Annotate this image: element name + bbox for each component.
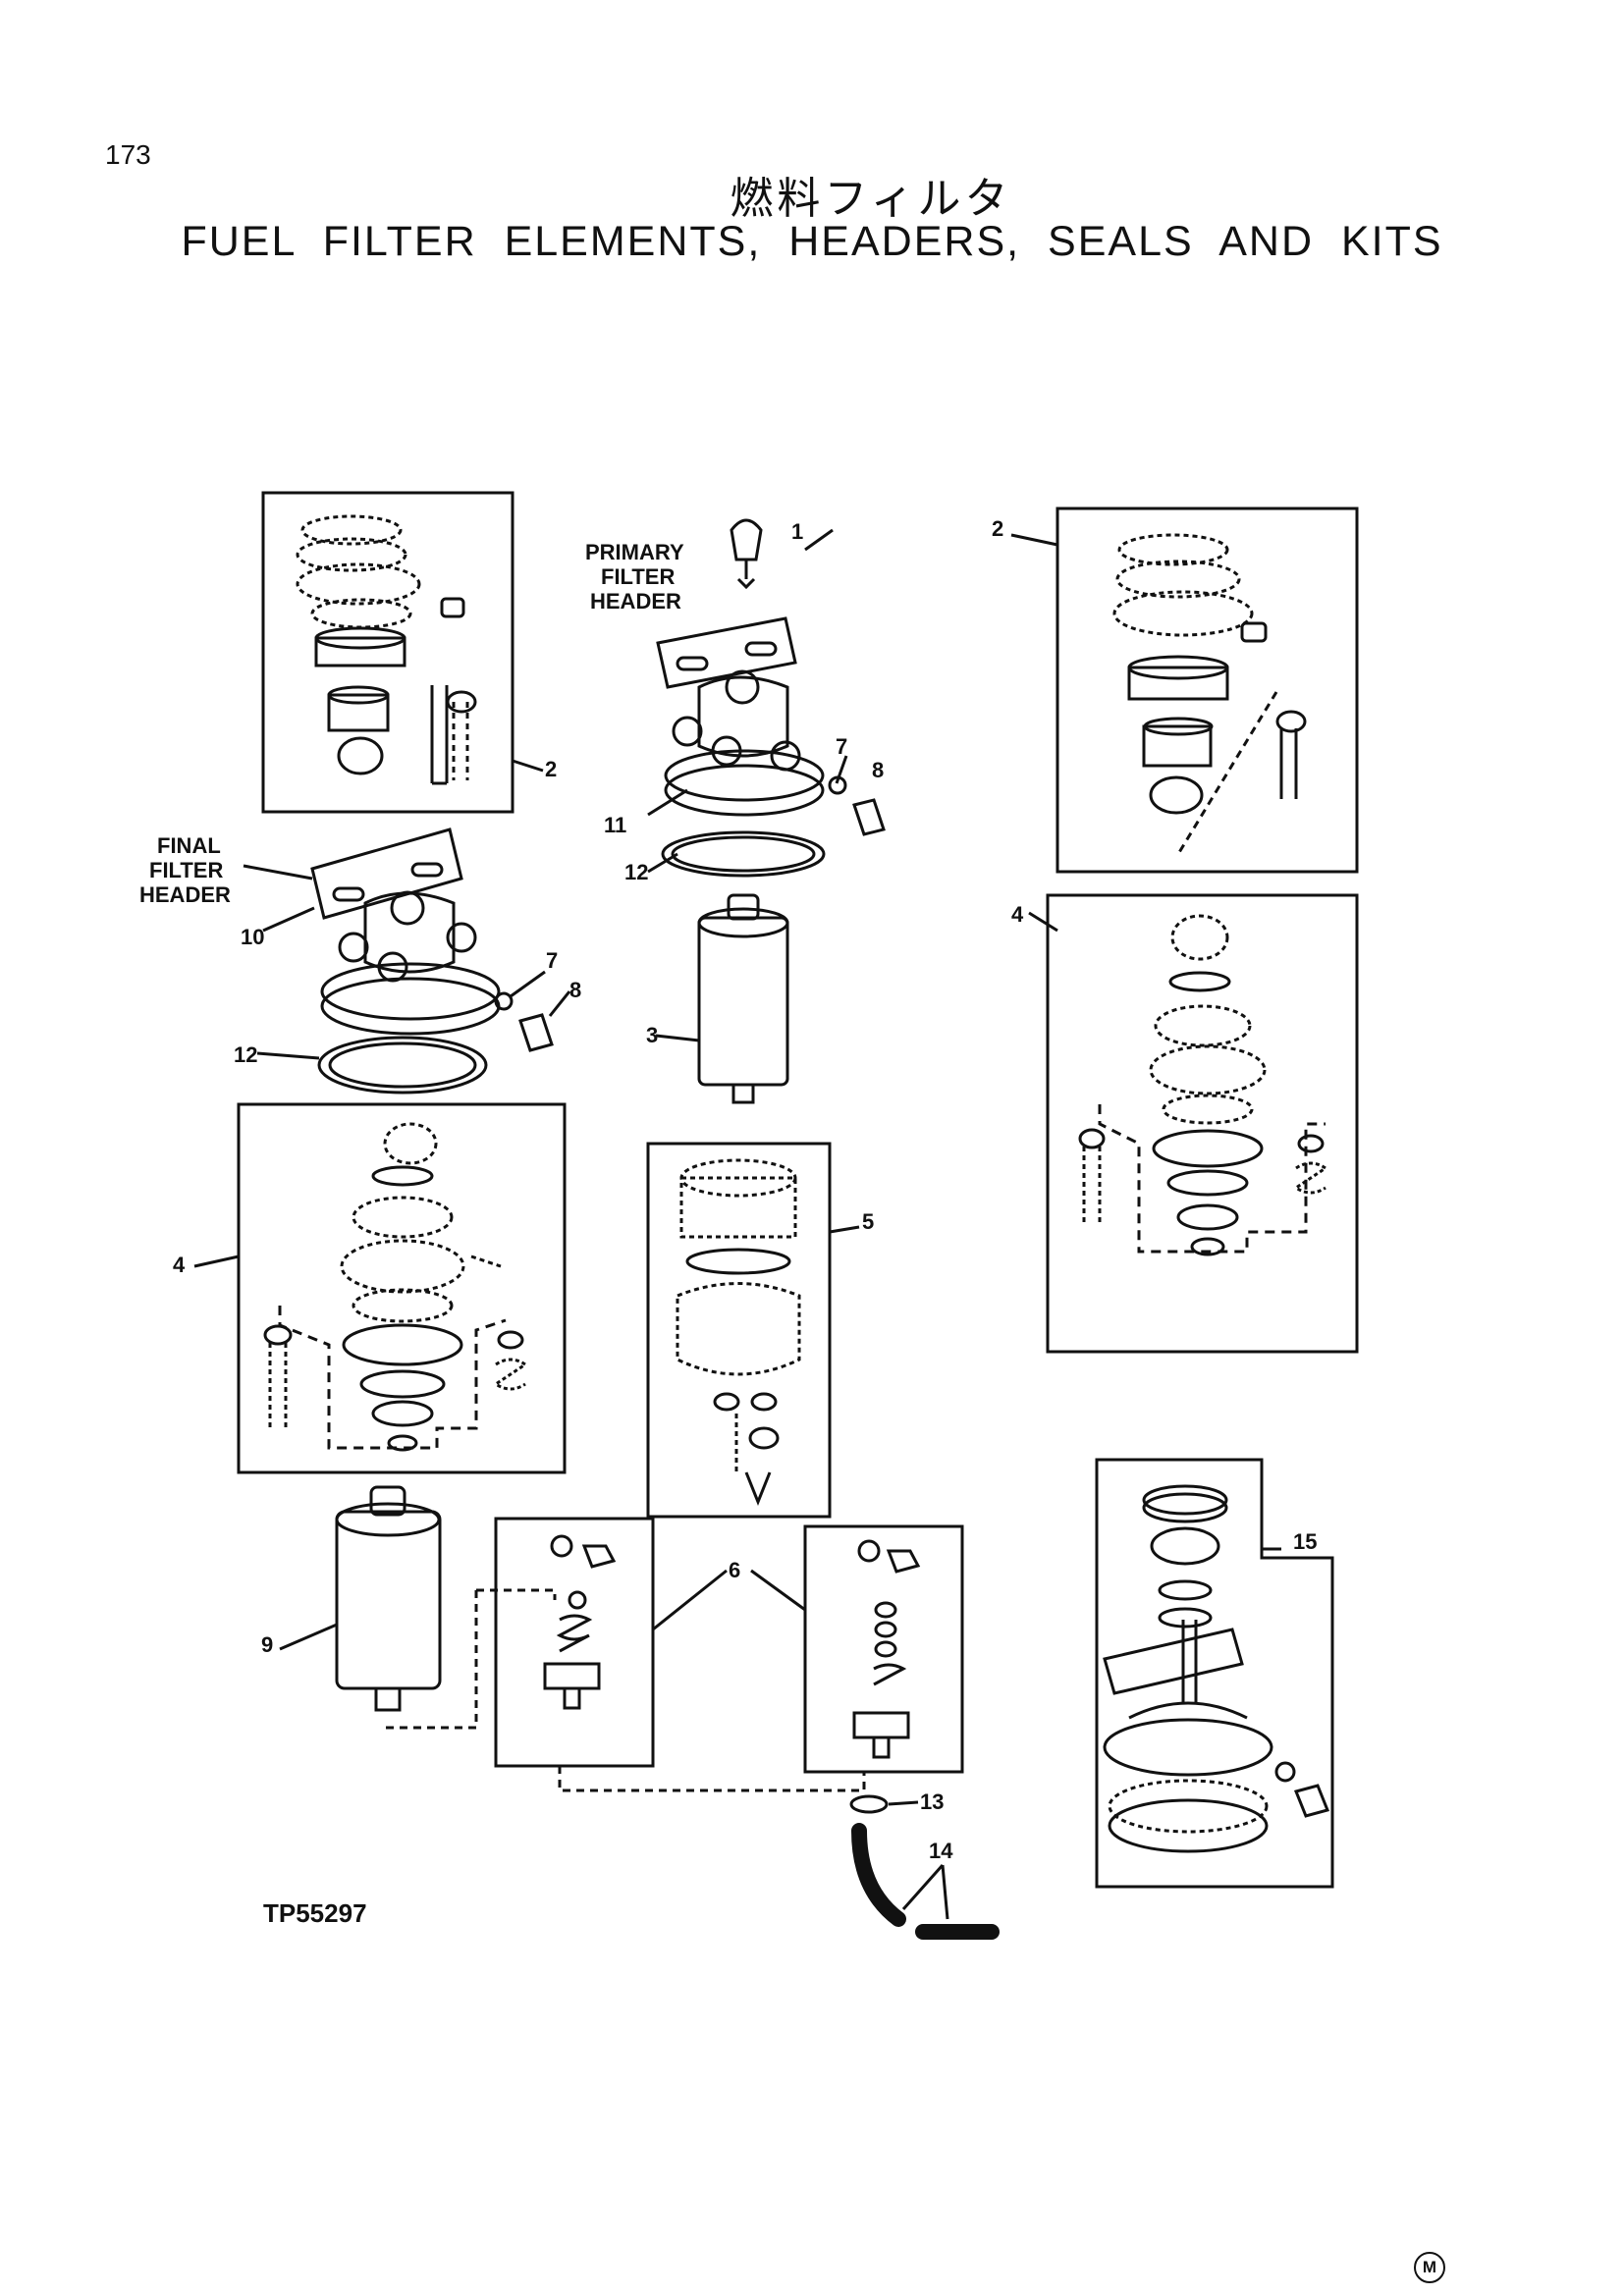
- callout-12-top: 12: [624, 860, 648, 884]
- callout-12-left: 12: [234, 1042, 257, 1067]
- callout-8-top: 8: [872, 758, 884, 782]
- drain-kit-box-6-right: [558, 1524, 964, 1792]
- page-number: 173: [105, 139, 151, 170]
- final-header-label-line3: HEADER: [139, 882, 231, 907]
- callout-7-top: 7: [836, 734, 847, 759]
- page-title: FUEL FILTER ELEMENTS, HEADERS, SEALS AND…: [181, 218, 1443, 265]
- callout-11: 11: [604, 813, 626, 837]
- seal-12-left: [317, 1036, 488, 1095]
- figure-code: TP55297: [263, 1898, 367, 1928]
- callout-4-left: 4: [173, 1253, 186, 1277]
- drain-kit-box-6-left: [383, 1517, 655, 1768]
- callout-4-right: 4: [1011, 902, 1024, 927]
- final-header-label-line2: FILTER: [149, 858, 223, 882]
- callout-7-left: 7: [546, 948, 558, 973]
- filter-element-9: [279, 1485, 442, 1712]
- callout-5: 5: [862, 1209, 874, 1234]
- kit-box-15: [1095, 1458, 1334, 1889]
- kit-box-2-right: [1010, 507, 1359, 874]
- callout-10: 10: [241, 925, 264, 949]
- kit-box-4-right: [1028, 893, 1359, 1354]
- primary-header-label-line2: FILTER: [601, 564, 675, 589]
- hose-13-14: [849, 1794, 1000, 1940]
- kit-box-4-left: [193, 1102, 567, 1474]
- callout-2-right: 2: [992, 516, 1003, 541]
- callout-14: 14: [929, 1839, 953, 1863]
- callout-6: 6: [729, 1558, 740, 1582]
- primary-header-label-line3: HEADER: [590, 589, 681, 614]
- bowl-kit-box-5: [646, 1142, 860, 1519]
- seal-12-top: [661, 830, 826, 878]
- callout-8-left: 8: [569, 978, 581, 1002]
- filter-element-3: [697, 893, 789, 1104]
- callout-15: 15: [1293, 1529, 1317, 1554]
- page-title-japanese: 燃料フィルタ: [730, 174, 1012, 224]
- callout-9: 9: [261, 1632, 273, 1657]
- leader-lines: [243, 755, 848, 1060]
- kit-box-2-left: [261, 491, 544, 814]
- callout-2-left: 2: [545, 757, 557, 781]
- callout-13: 13: [920, 1789, 944, 1814]
- final-header-label-line1: FINAL: [157, 833, 221, 858]
- callout-3: 3: [646, 1023, 658, 1047]
- final-filter-header: [310, 828, 554, 1052]
- primary-filter-header: [656, 518, 886, 836]
- primary-header-label-line1: PRIMARY: [585, 540, 684, 564]
- callout-1: 1: [791, 519, 803, 544]
- catalog-stamp: M: [1414, 2252, 1445, 2283]
